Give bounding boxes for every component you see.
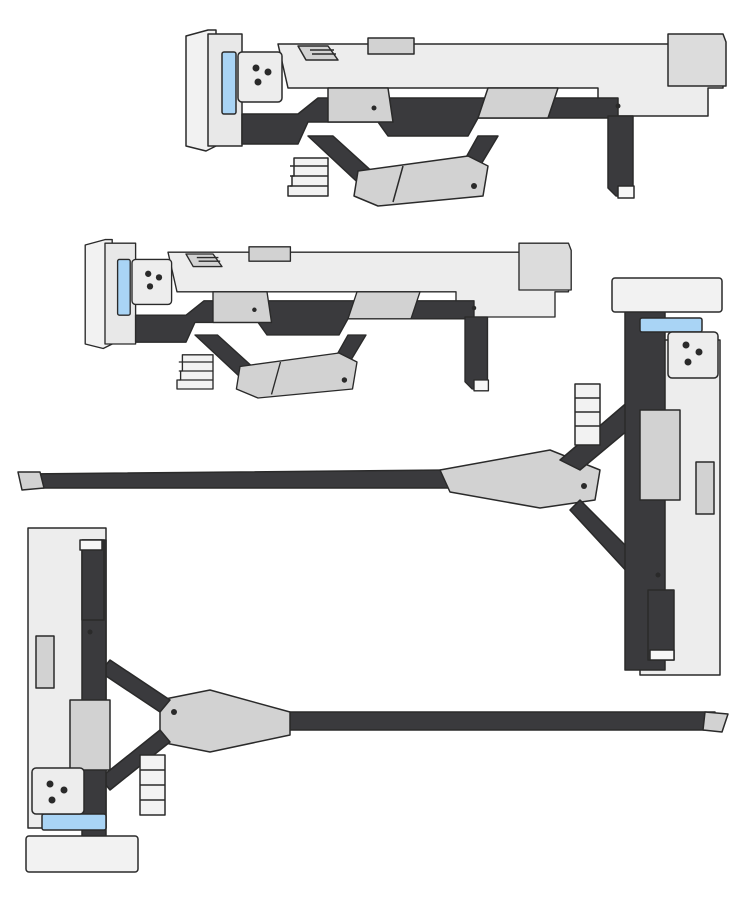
stock-plate-lower (159, 689, 291, 753)
gun-view-middle (84, 238, 572, 399)
stock-rod-lower (289, 711, 716, 731)
gun-view-vertical (17, 277, 723, 676)
stock-butt-upper (17, 471, 45, 491)
gun-view-top (185, 29, 727, 207)
stock-plate-upper (439, 449, 601, 509)
stock-rod-upper (21, 469, 451, 489)
gun-view-bottom (25, 527, 729, 873)
stock-butt-lower (702, 711, 729, 733)
